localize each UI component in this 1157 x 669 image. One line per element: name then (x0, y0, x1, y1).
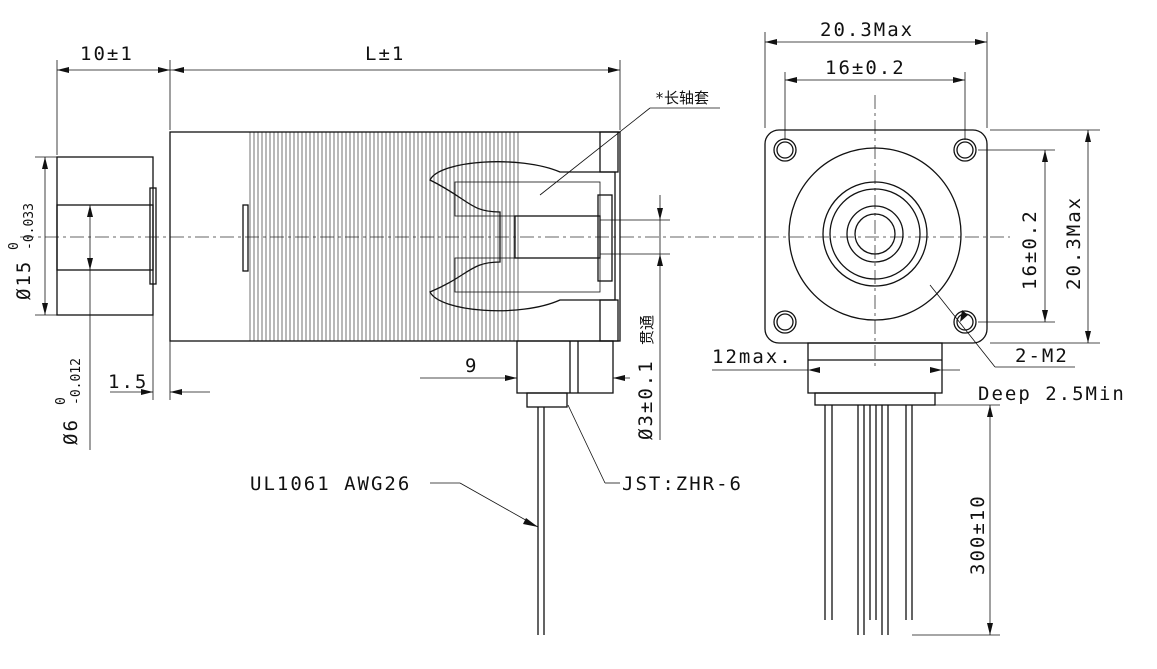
mount-hole-br (953, 310, 977, 334)
body-face-detail (242, 204, 249, 272)
bearing-circle (846, 205, 904, 263)
shaft-circle (854, 213, 896, 255)
dim-20-3-top: 20.3Max (820, 19, 914, 41)
front-boss (56, 156, 154, 316)
svg-text:Ø6: Ø6 (60, 418, 82, 445)
svg-text:0: 0 (54, 397, 69, 405)
connector-block (516, 340, 614, 394)
svg-text:0: 0 (7, 242, 22, 250)
svg-text:贯通: 贯通 (638, 315, 656, 345)
svg-text:Ø3±0.1: Ø3±0.1 (635, 359, 657, 440)
dim-16-top: 16±0.2 (825, 57, 906, 79)
mount-hole-bl (773, 310, 797, 334)
dim-20-3-side: 20.3Max (1063, 196, 1085, 290)
rear-bearing (597, 194, 613, 282)
wire-label: UL1061 AWG26 (250, 473, 411, 495)
thread-label: 2-M2 (1015, 345, 1069, 367)
dim-L-label: L±1 (365, 43, 405, 65)
dim-16-side: 16±0.2 (1019, 209, 1041, 290)
dim-shaft-dia: Ø6 0 -0.012 (54, 358, 84, 445)
dim-1-5-label: 1.5 (108, 371, 148, 393)
shaft (56, 204, 154, 271)
dim-10-label: 10±1 (80, 43, 134, 65)
dim-hole: Ø3±0.1 贯通 (635, 315, 657, 440)
depth-label: Deep 2.5Min (978, 383, 1126, 405)
section-hatch-lower (454, 257, 601, 293)
jst-connector (526, 392, 568, 408)
end-wires (824, 405, 913, 635)
dim-9-label: 9 (465, 355, 478, 377)
motor-body (169, 131, 621, 342)
svg-text:Ø15: Ø15 (13, 260, 35, 300)
svg-text:-0.012: -0.012 (69, 358, 84, 405)
laminations (249, 132, 519, 341)
rear-cap-bottom (599, 299, 619, 342)
long-sleeve (514, 215, 601, 259)
dim-300: 300±10 (967, 494, 989, 575)
outer-boss-circle (788, 147, 962, 321)
section-cut (429, 161, 616, 312)
end-view: 20.3Max 16±0.2 16±0.2 20.3Max 12max. 2-M (712, 19, 1126, 636)
dim-body-dia: Ø15 0 -0.033 (7, 203, 37, 300)
svg-text:-0.033: -0.033 (22, 203, 37, 250)
square-flange (764, 129, 988, 344)
sleeve-note: *长轴套 (655, 89, 709, 107)
connector-label: JST:ZHR-6 (622, 473, 743, 495)
end-jst (814, 392, 936, 406)
section-hatch-upper (454, 181, 601, 217)
rear-cap-top (599, 131, 619, 173)
side-view: 10±1 L±1 *长轴套 Ø15 0 -0.033 Ø6 0 -0.012 (7, 43, 743, 635)
dim-12max: 12max. (712, 346, 793, 368)
